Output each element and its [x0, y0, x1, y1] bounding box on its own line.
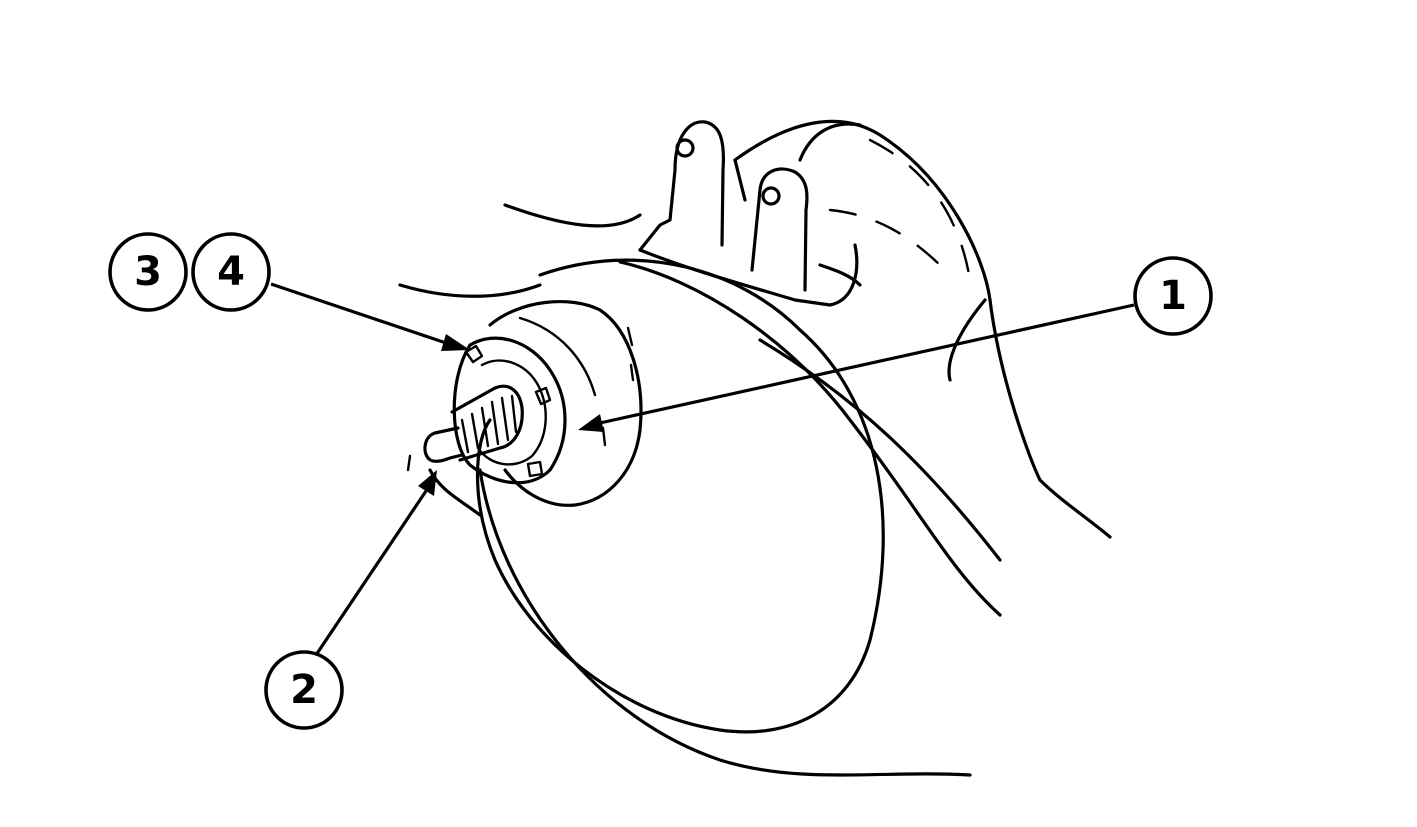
callout-2: 2: [264, 650, 344, 730]
arrowhead-2: [418, 470, 437, 496]
arrowhead-3-4: [441, 334, 470, 351]
callout-3-label: 3: [134, 249, 162, 295]
leader-lines: [270, 282, 1135, 656]
callout-1: 1: [1133, 256, 1213, 336]
callout-3: 3: [108, 232, 188, 312]
leader-2: [314, 490, 428, 656]
housing-drawing: [398, 119, 1112, 777]
callout-1-label: 1: [1159, 273, 1187, 319]
arrowhead-1: [578, 414, 604, 432]
callout-4: 4: [191, 232, 271, 312]
callout-2-label: 2: [290, 667, 318, 713]
leader-3-4: [270, 282, 453, 347]
callout-4-label: 4: [217, 249, 245, 295]
leader-1: [599, 303, 1135, 425]
